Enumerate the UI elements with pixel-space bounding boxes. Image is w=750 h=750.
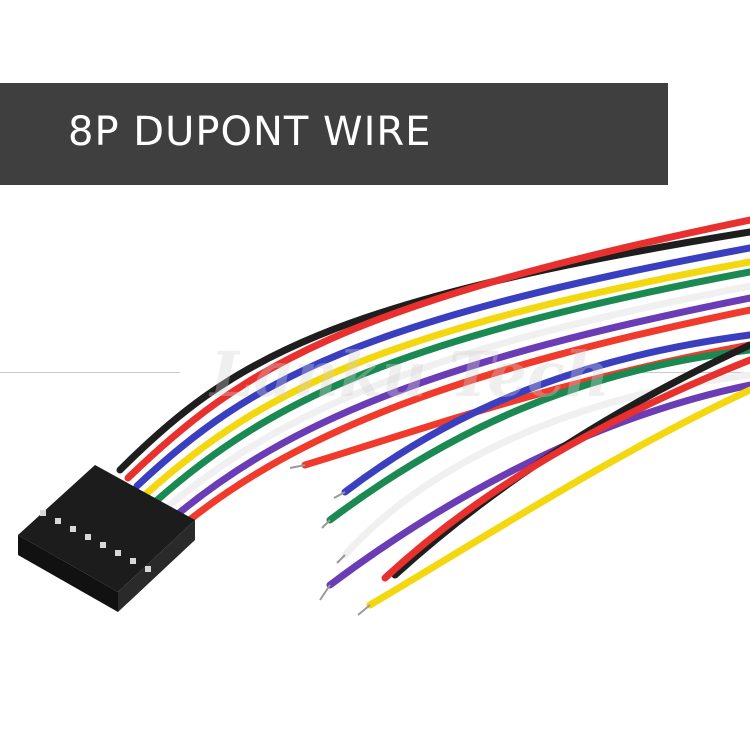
lower-wire-ends <box>301 331 750 609</box>
wire-tips <box>289 464 371 616</box>
upper-wire-bundle <box>116 216 750 530</box>
connector-housing <box>18 465 195 612</box>
divider-line-left <box>0 372 180 373</box>
title-banner: 8P DUPONT WIRE <box>0 83 668 185</box>
banner-title: 8P DUPONT WIRE <box>68 109 432 155</box>
